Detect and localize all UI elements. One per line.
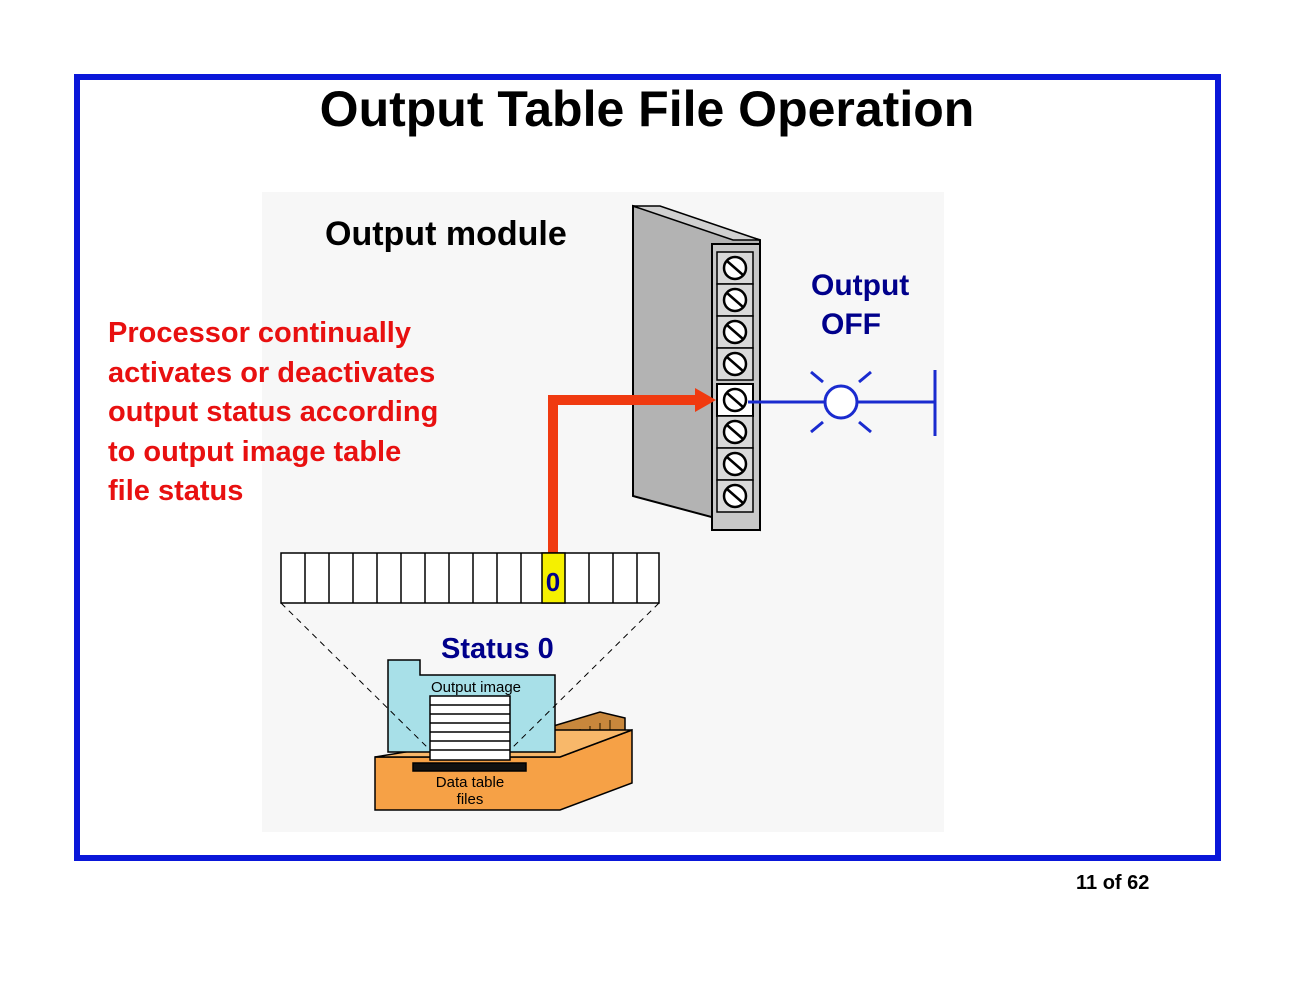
terminal-5 [716,383,754,417]
terminal-8 [716,479,754,513]
output-image-folder [387,659,556,761]
status-arrow [548,388,716,556]
terminal-3 [716,315,754,349]
slide-frame [74,74,1221,861]
processor-text-line: Processor continually [108,317,411,349]
data-table-label-line2: files [457,791,484,808]
terminal-6 [716,415,754,449]
processor-text-line: output status according [108,396,439,428]
output-state-line2: OFF [821,308,881,341]
output-module [632,204,761,532]
output-image-label: Output image [431,679,521,696]
processor-text-line: file status [108,475,244,507]
output-state-line1: Output [811,269,910,302]
output-module-label: Output module [325,215,567,253]
zoom-lines [280,602,660,749]
terminal-1 [716,251,754,285]
highlighted-bit [541,552,566,604]
output-image-table [280,552,660,604]
output-lamp-circuit [748,370,937,436]
data-table-label-line1: Data table [436,774,504,791]
output-state-label: Output OFF [811,266,909,344]
status-label: Status 0 [441,633,554,665]
terminal-screws [716,251,754,513]
terminal-7 [716,447,754,481]
slide-title: Output Table File Operation [319,81,975,137]
terminal-4 [716,347,754,381]
processor-text-line: activates or deactivates [108,356,436,389]
processor-description: Processor continually activates or deact… [108,314,438,512]
terminal-2 [716,283,754,317]
bit-value: 0 [546,567,560,597]
processor-text-line: to output image table [108,435,402,468]
page-indicator: 11 of 62 [1076,872,1150,894]
